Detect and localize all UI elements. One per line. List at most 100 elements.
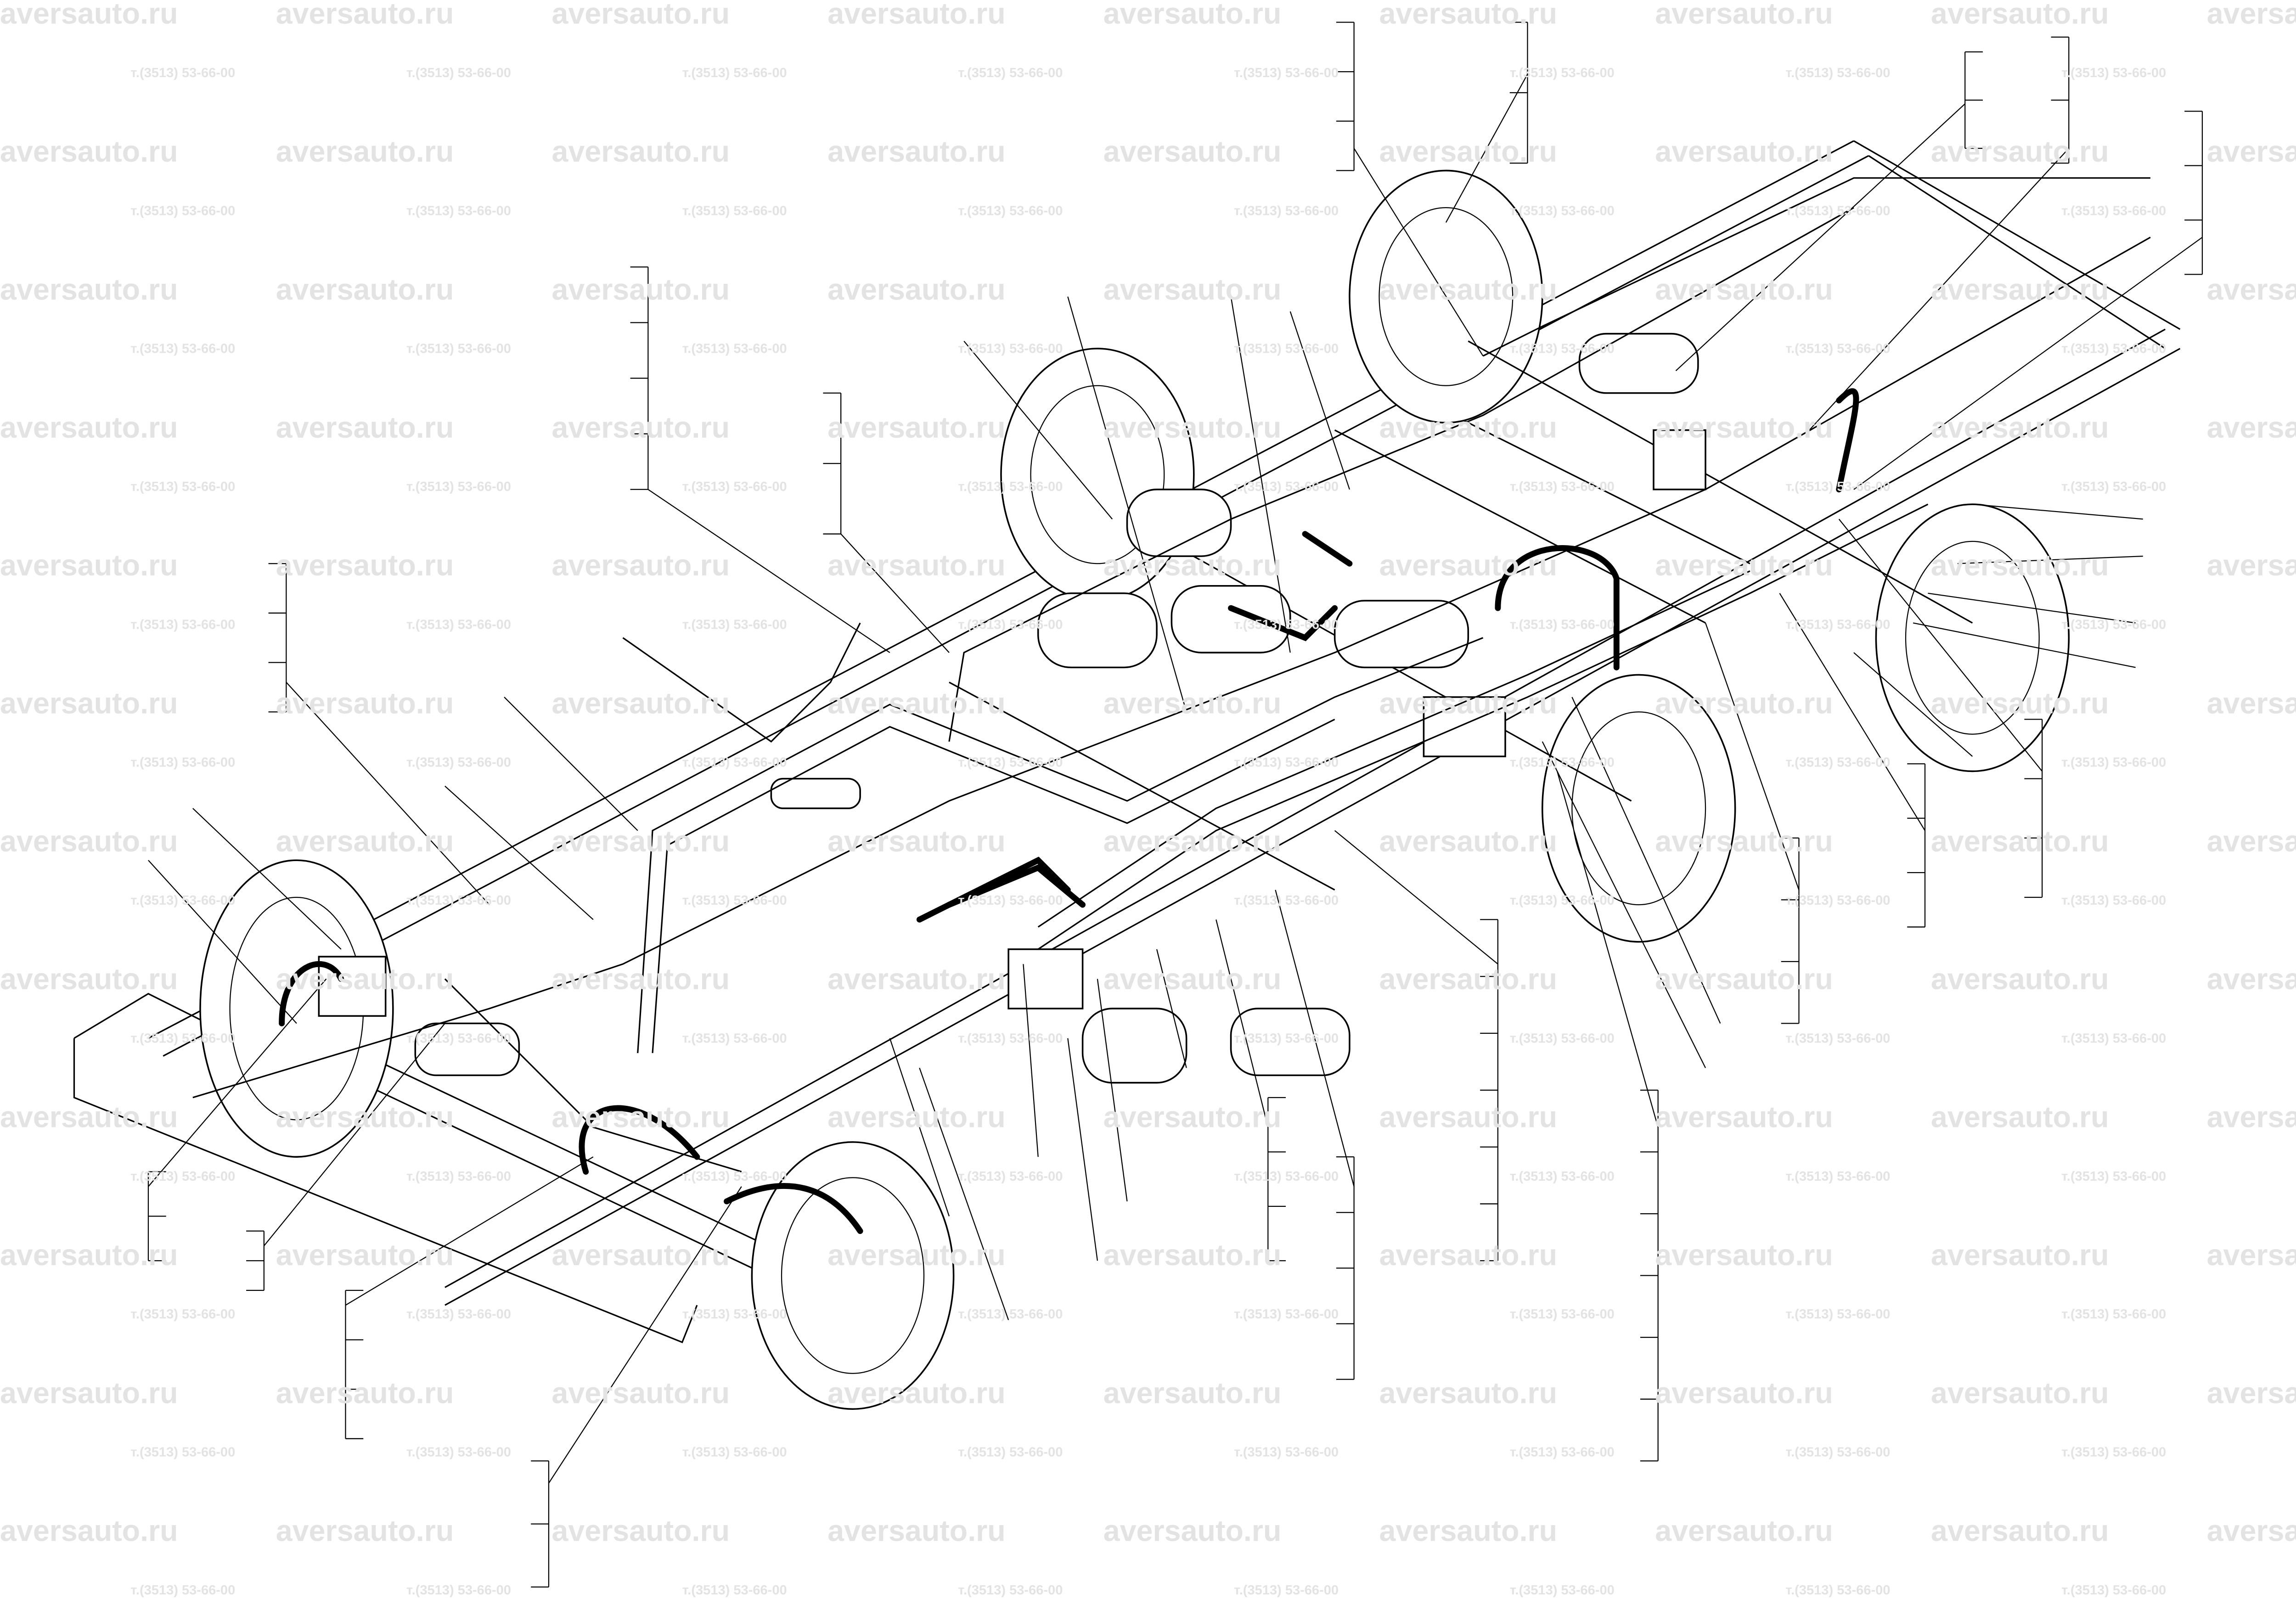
- watermark-site: aversauto.ru: [551, 273, 730, 306]
- watermark-site: aversauto.ru: [1655, 0, 1833, 30]
- watermark-phone: т.(3513) 53-66-00: [1785, 1169, 1890, 1184]
- leader-line: [1838, 518, 2043, 772]
- watermark-phone: т.(3513) 53-66-00: [1510, 1307, 1615, 1322]
- watermark-phone: т.(3513) 53-66-00: [2061, 1445, 2166, 1460]
- watermark-site: aversauto.ru: [1655, 687, 1833, 720]
- watermark-phone: т.(3513) 53-66-00: [1510, 893, 1615, 908]
- watermark-phone: т.(3513) 53-66-00: [1234, 342, 1339, 356]
- air-tank: [1171, 585, 1291, 653]
- watermark-site: aversauto.ru: [1931, 963, 2109, 996]
- watermark-site: aversauto.ru: [1931, 411, 2109, 444]
- leader-line: [1809, 148, 2070, 431]
- watermark-phone: т.(3513) 53-66-00: [1510, 479, 1615, 494]
- watermark-site: aversauto.ru: [1931, 1101, 2109, 1134]
- watermark-site: aversauto.ru: [551, 1376, 730, 1409]
- leader-line: [1275, 890, 1355, 1187]
- watermark-site: aversauto.ru: [276, 1101, 454, 1134]
- watermark-site: aversauto.ru: [1931, 0, 2109, 30]
- watermark-phone: т.(3513) 53-66-00: [2061, 342, 2166, 356]
- leader-line: [919, 1068, 1009, 1320]
- leader-line: [1097, 979, 1128, 1202]
- watermark-phone: т.(3513) 53-66-00: [406, 66, 511, 80]
- air-tank: [1126, 489, 1232, 557]
- watermark-site: aversauto.ru: [1379, 1515, 1558, 1548]
- pipelines: [192, 177, 2151, 1173]
- watermark-phone: т.(3513) 53-66-00: [958, 893, 1063, 908]
- watermark-phone: т.(3513) 53-66-00: [2061, 66, 2166, 80]
- watermark-phone: т.(3513) 53-66-00: [1785, 1031, 1890, 1046]
- leader-line: [1067, 296, 1187, 712]
- watermark-phone: т.(3513) 53-66-00: [406, 342, 511, 356]
- leader-line: [1023, 964, 1039, 1157]
- control-valve: [1423, 696, 1506, 757]
- watermark-phone: т.(3513) 53-66-00: [1510, 203, 1615, 218]
- watermark-phone: т.(3513) 53-66-00: [1234, 1307, 1339, 1322]
- watermark-phone: т.(3513) 53-66-00: [1234, 1583, 1339, 1598]
- watermark-site: aversauto.ru: [1931, 549, 2109, 582]
- watermark-site: aversauto.ru: [0, 1515, 178, 1548]
- air-tank: [1037, 592, 1158, 669]
- watermark-site: aversauto.ru: [1103, 1101, 1282, 1134]
- watermark-site: aversauto.ru: [1655, 1515, 1833, 1548]
- watermark-site: aversauto.ru: [0, 135, 178, 168]
- watermark-site: aversauto.ru: [1931, 1376, 2109, 1409]
- watermark-site: aversauto.ru: [276, 135, 454, 168]
- watermark-site: aversauto.ru: [276, 825, 454, 858]
- front-axle: [199, 859, 955, 1410]
- watermark-phone: т.(3513) 53-66-00: [1785, 342, 1890, 356]
- leader-line: [148, 860, 297, 1024]
- leader-line: [1853, 652, 1973, 757]
- watermark-site: aversauto.ru: [1379, 0, 1558, 30]
- watermark-phone: т.(3513) 53-66-00: [682, 1031, 787, 1046]
- watermark-site: aversauto.ru: [551, 825, 730, 858]
- leader-line: [1216, 919, 1269, 1127]
- watermark-site: aversauto.ru: [551, 1101, 730, 1134]
- watermark-phone: т.(3513) 53-66-00: [1510, 1583, 1615, 1598]
- watermark-site: aversauto.ru: [1931, 135, 2109, 168]
- watermark-site: aversauto.ru: [827, 273, 1006, 306]
- watermark-site: aversauto.ru: [1379, 411, 1558, 444]
- watermark-site: aversauto.ru: [1931, 273, 2109, 306]
- watermark-phone: т.(3513) 53-66-00: [1785, 755, 1890, 770]
- watermark-phone: т.(3513) 53-66-00: [958, 1307, 1063, 1322]
- watermark-phone: т.(3513) 53-66-00: [682, 1307, 787, 1322]
- leader-line: [1334, 830, 1498, 965]
- watermark-phone: т.(3513) 53-66-00: [130, 617, 235, 632]
- rear-axles: [1000, 169, 2070, 943]
- watermark-phone: т.(3513) 53-66-00: [1234, 1031, 1339, 1046]
- watermark-site: aversauto.ru: [1103, 411, 1282, 444]
- watermark-phone: т.(3513) 53-66-00: [2061, 755, 2166, 770]
- watermark-phone: т.(3513) 53-66-00: [406, 617, 511, 632]
- leader-line: [1067, 1038, 1098, 1261]
- leader-line: [548, 1186, 742, 1484]
- watermark-phone: т.(3513) 53-66-00: [2061, 1307, 2166, 1322]
- watermark-site: aversauto.ru: [1931, 1239, 2109, 1272]
- watermark-phone: т.(3513) 53-66-00: [958, 1583, 1063, 1598]
- watermark-site: aversauto.ru: [827, 1515, 1006, 1548]
- watermark-site: aversauto.ru: [0, 411, 178, 444]
- watermark-site: aversauto.ru: [1655, 963, 1833, 996]
- watermark-phone: т.(3513) 53-66-00: [958, 342, 1063, 356]
- watermark-phone: т.(3513) 53-66-00: [958, 1445, 1063, 1460]
- watermark-phone: т.(3513) 53-66-00: [1785, 617, 1890, 632]
- watermark-site: aversauto.ru: [827, 963, 1006, 996]
- chassis-frame: [73, 140, 2181, 1343]
- watermark-site: aversauto.ru: [1655, 1101, 1833, 1134]
- watermark-site: aversauto.ru: [2207, 549, 2296, 582]
- watermark-phone: т.(3513) 53-66-00: [958, 203, 1063, 218]
- watermark-site: aversauto.ru: [827, 687, 1006, 720]
- watermark-phone: т.(3513) 53-66-00: [406, 755, 511, 770]
- watermark-phone: т.(3513) 53-66-00: [406, 1031, 511, 1046]
- watermark-phone: т.(3513) 53-66-00: [682, 1583, 787, 1598]
- watermark-site: aversauto.ru: [1379, 135, 1558, 168]
- watermark-site: aversauto.ru: [0, 1101, 178, 1134]
- watermark-site: aversauto.ru: [0, 687, 178, 720]
- leader-line: [263, 1023, 445, 1246]
- watermark-site: aversauto.ru: [827, 549, 1006, 582]
- watermark-phone: т.(3513) 53-66-00: [406, 893, 511, 908]
- leader-line: [1853, 237, 2203, 490]
- watermark-phone: т.(3513) 53-66-00: [1785, 1583, 1890, 1598]
- watermark-phone: т.(3513) 53-66-00: [130, 1583, 235, 1598]
- watermark-phone: т.(3513) 53-66-00: [682, 1445, 787, 1460]
